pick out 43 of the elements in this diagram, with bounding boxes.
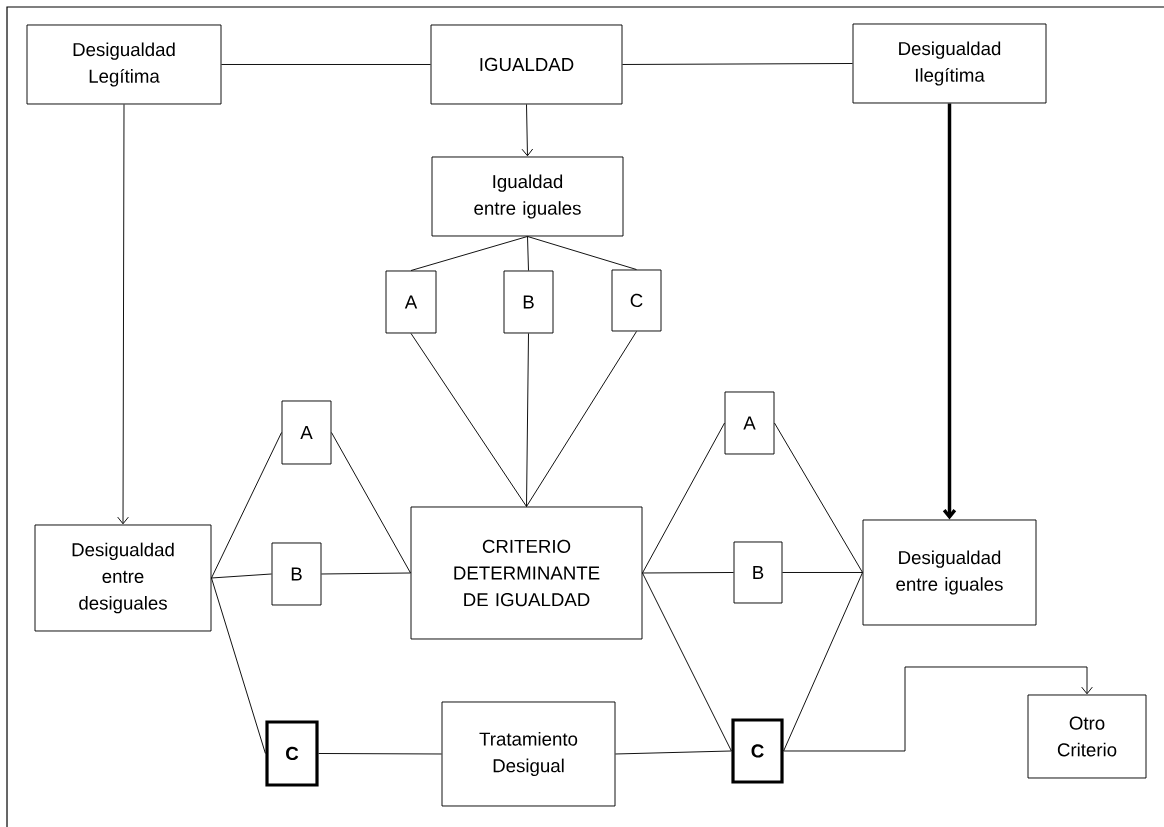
concept-box: Desigualdad entre iguales xyxy=(862,519,1037,626)
connector-line xyxy=(321,572,411,575)
concept-box: Igualdad entre iguales xyxy=(431,156,624,237)
connector-line xyxy=(410,333,527,507)
letter-box: B xyxy=(733,541,783,604)
letter-box: C xyxy=(265,720,319,787)
connector-line xyxy=(783,572,863,752)
connector-line xyxy=(527,236,637,270)
connector-line xyxy=(221,64,431,65)
letter-box: B xyxy=(271,542,322,606)
concept-box: Desigualdad Ilegítima xyxy=(852,23,1047,104)
letter-box: A xyxy=(724,391,775,455)
connector-line xyxy=(211,432,282,579)
connector-line xyxy=(642,572,734,574)
concept-box: IGUALDAD xyxy=(430,24,623,105)
arrow xyxy=(117,104,129,525)
concept-box: Desigualdad Legítima xyxy=(26,24,222,105)
connector-line xyxy=(774,422,863,573)
letter-box: B xyxy=(503,270,554,334)
connector-line xyxy=(642,422,725,574)
arrow xyxy=(521,104,534,157)
arrow xyxy=(783,666,1093,752)
connector-line xyxy=(526,331,637,507)
arrow xyxy=(942,103,957,520)
connector-line xyxy=(782,572,863,573)
concept-box: CRITERIO DETERMINANTE DE IGUALDAD xyxy=(410,506,643,640)
letter-box: A xyxy=(281,400,332,465)
concept-box: Tratamiento Desigual xyxy=(441,701,616,807)
connector-line xyxy=(318,753,442,755)
connector-line xyxy=(642,572,732,752)
connector-line xyxy=(211,577,266,754)
connector-line xyxy=(622,63,853,65)
concept-box: Desigualdad entre desiguales xyxy=(34,524,212,632)
letter-box: C xyxy=(611,269,662,332)
connector-line xyxy=(410,236,528,271)
letter-box: A xyxy=(385,270,437,334)
concept-box: Otro Criterio xyxy=(1027,694,1147,779)
letter-box: C xyxy=(731,718,784,784)
connector-line xyxy=(331,432,411,574)
connector-line xyxy=(211,573,272,579)
connector-line xyxy=(526,333,529,507)
connector-line xyxy=(615,750,732,755)
connector-line xyxy=(527,236,529,271)
